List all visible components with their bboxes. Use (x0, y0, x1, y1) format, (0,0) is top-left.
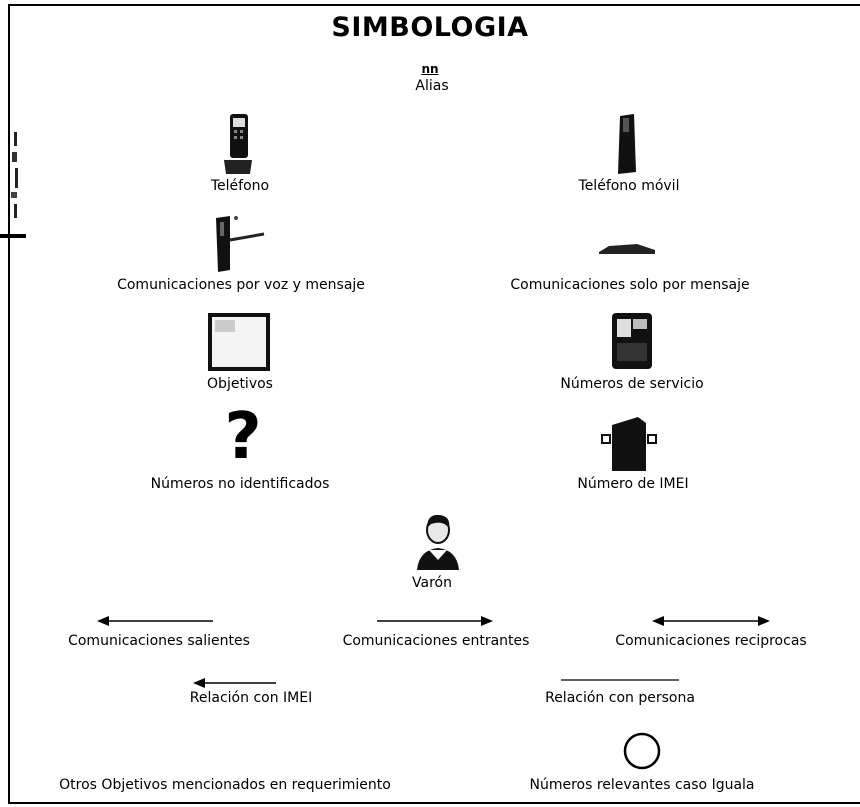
reciprocal-arrow-icon (652, 616, 770, 626)
otros-objetivos-label: Otros Objetivos mencionados en requerimi… (59, 777, 391, 793)
imei-label: Número de IMEI (577, 476, 689, 492)
relacion-persona-label: Relación con persona (545, 690, 695, 706)
relevantes-label: Números relevantes caso Iguala (529, 777, 755, 793)
incoming-arrow-icon (377, 616, 493, 626)
page-title: SIMBOLOGIA (331, 12, 529, 43)
voz-mensaje-label: Comunicaciones por voz y mensaje (117, 277, 365, 293)
voice-message-icon (216, 216, 265, 272)
varon-label: Varón (412, 575, 452, 591)
mobile-phone-icon (618, 114, 636, 174)
question-mark-glyph: ? (224, 400, 262, 474)
message-only-icon (599, 244, 655, 254)
legend-frame (8, 4, 860, 804)
relevant-circle-icon (623, 732, 661, 770)
telefono-movil-label: Teléfono móvil (578, 178, 680, 194)
scan-artifact (0, 132, 26, 238)
imei-icon (601, 417, 657, 471)
alias-label: Alias (415, 78, 449, 94)
person-relation-line-icon (561, 679, 679, 681)
numeros-servicio-label: Números de servicio (560, 376, 704, 392)
no-identificados-label: Números no identificados (150, 476, 330, 492)
telefono-icon (224, 114, 252, 174)
alias-icon: nn (419, 58, 441, 76)
objetivos-label: Objetivos (207, 376, 273, 392)
imei-relation-arrow-icon (193, 678, 276, 688)
question-mark-icon: ? (218, 402, 268, 472)
entrantes-label: Comunicaciones entrantes (342, 633, 530, 649)
reciprocas-label: Comunicaciones reciprocas (615, 633, 807, 649)
outgoing-arrow-icon (97, 616, 213, 626)
telefono-label: Teléfono (210, 178, 270, 194)
service-number-icon (612, 313, 652, 369)
objetivos-icon (208, 313, 270, 371)
solo-mensaje-label: Comunicaciones solo por mensaje (510, 277, 750, 293)
alias-icon-text: nn (421, 62, 439, 76)
salientes-label: Comunicaciones salientes (68, 633, 250, 649)
male-person-icon (417, 514, 459, 570)
relacion-imei-label: Relación con IMEI (189, 690, 313, 706)
